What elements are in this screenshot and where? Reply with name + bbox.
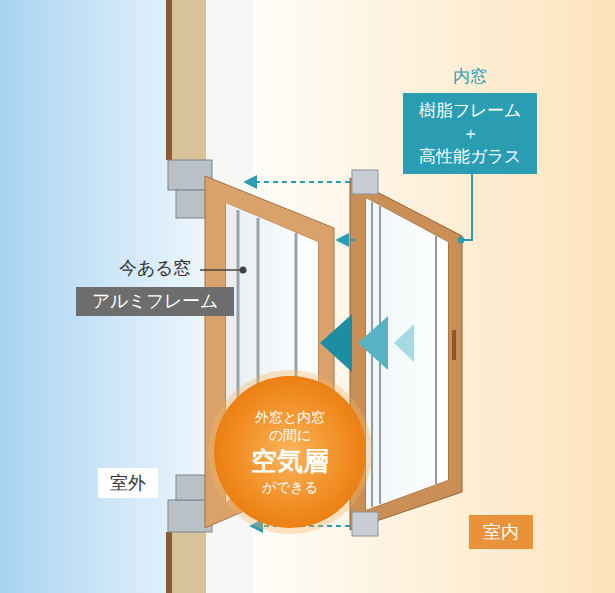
leader-line bbox=[200, 269, 240, 271]
wall-section bbox=[166, 532, 206, 593]
outdoor-label-box: 室外 bbox=[98, 468, 158, 499]
spec-box: 樹脂フレーム ＋ 高性能ガラス bbox=[403, 93, 537, 174]
callout-heading: 今ある窓 bbox=[119, 257, 191, 288]
callout-heading: 内窓 bbox=[453, 66, 487, 92]
leader-line bbox=[464, 174, 472, 240]
circle-emphasis: 空気層 bbox=[251, 444, 329, 479]
wall-edge bbox=[166, 532, 172, 593]
direction-chevron bbox=[358, 316, 388, 370]
area-label: 室外 bbox=[98, 468, 158, 499]
wall-section bbox=[166, 0, 206, 160]
inner-window-callout: 内窓樹脂フレーム ＋ 高性能ガラス bbox=[403, 66, 537, 173]
circle-text: ができる bbox=[262, 479, 318, 497]
leader-dot bbox=[458, 237, 465, 244]
direction-chevron bbox=[320, 314, 352, 372]
circle-text: 外窓と内窓 の間に bbox=[255, 408, 325, 444]
frame-box: アルミフレーム bbox=[76, 287, 234, 316]
leader-dot bbox=[240, 267, 247, 274]
existing-window-callout: 今ある窓アルミフレーム bbox=[76, 257, 234, 316]
circle-glow bbox=[208, 370, 372, 534]
indoor-label-box: 室内 bbox=[469, 515, 533, 550]
direction-chevron bbox=[394, 324, 414, 362]
window-handle bbox=[452, 330, 456, 360]
air-layer-circle: 外窓と内窓 の間に空気層ができる bbox=[214, 376, 366, 528]
wall-edge bbox=[166, 0, 172, 160]
circle-shape bbox=[214, 376, 366, 528]
area-label: 室内 bbox=[469, 515, 533, 550]
